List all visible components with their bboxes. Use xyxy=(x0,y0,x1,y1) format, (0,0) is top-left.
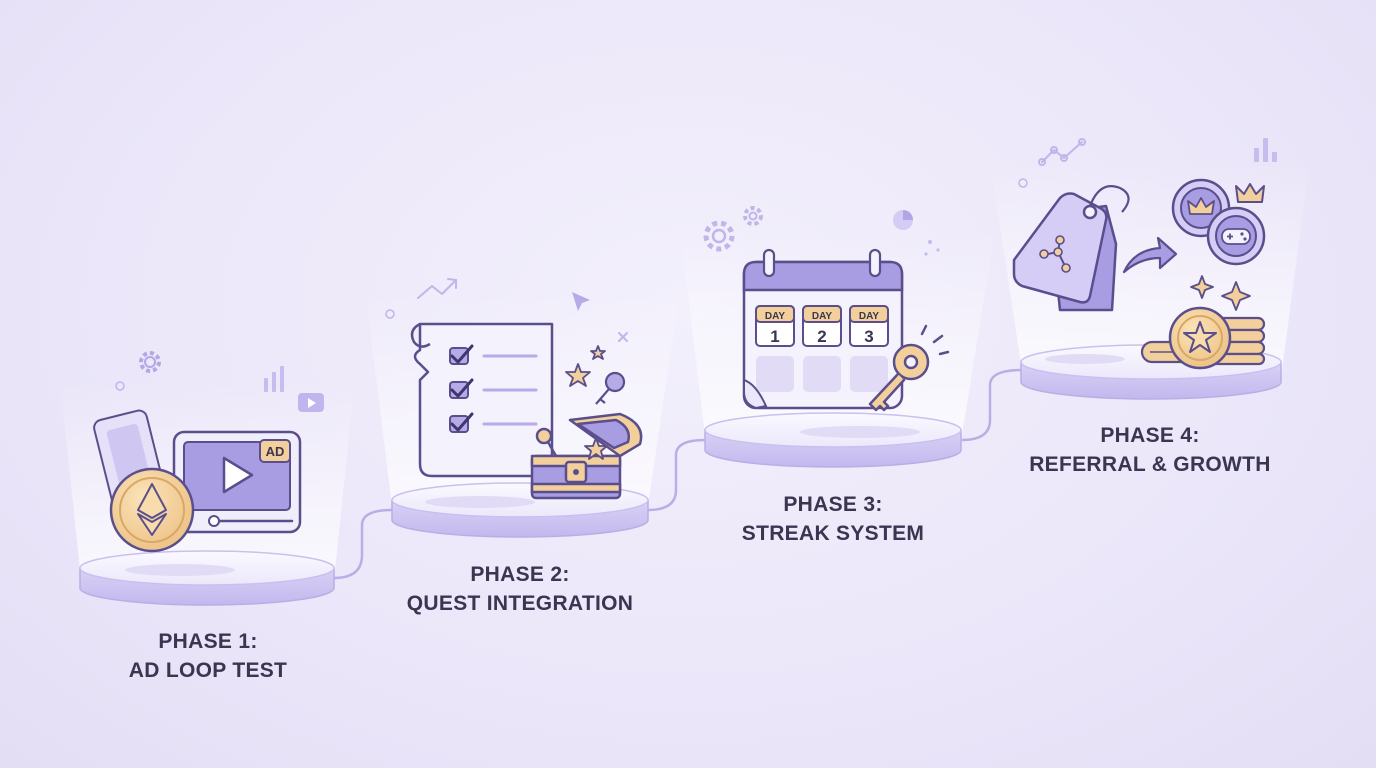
star-coin-icon xyxy=(1168,306,1232,370)
arrow-right-icon xyxy=(1122,236,1178,274)
phase-2-name: QUEST INTEGRATION xyxy=(406,592,634,615)
star-icon xyxy=(565,345,606,387)
video-player-icon: AD xyxy=(172,430,302,534)
phase-4-name: REFERRAL & GROWTH xyxy=(1029,453,1271,476)
platform-3 xyxy=(704,412,962,468)
dot-icon xyxy=(1018,178,1028,188)
calendar-icon: DAY 1 DAY 2 DAY 3 xyxy=(742,248,904,410)
checklist-scroll-icon xyxy=(410,322,554,478)
gear-icon xyxy=(703,220,735,252)
phase-3-title: PHASE 3: xyxy=(783,493,883,516)
phase-3-name: STREAK SYSTEM xyxy=(741,522,925,545)
ad-badge: AD xyxy=(266,444,285,459)
close-icon xyxy=(618,332,628,342)
phase-2-label: PHASE 2: QUEST INTEGRATION xyxy=(370,560,670,618)
pie-chart-icon xyxy=(893,210,913,230)
phase-1-title: PHASE 1: xyxy=(158,630,258,653)
phase-2-title: PHASE 2: xyxy=(470,563,570,586)
platform-1 xyxy=(79,550,335,606)
day-label-1: DAY xyxy=(765,311,786,322)
phase-1-name: AD LOOP TEST xyxy=(128,659,288,682)
referral-tag-icon xyxy=(1012,185,1130,312)
day-label-2: DAY xyxy=(812,311,833,322)
ethereum-coin-icon xyxy=(109,467,195,553)
dot-icon xyxy=(385,309,395,319)
gear-icon xyxy=(743,206,763,226)
trend-arrow-icon xyxy=(417,279,457,299)
sparkle-icon xyxy=(1190,275,1251,311)
day-label-3: DAY xyxy=(859,311,880,322)
phase-4-title: PHASE 4: xyxy=(1100,424,1200,447)
gold-key-icon xyxy=(868,324,950,412)
key-icon xyxy=(595,371,626,405)
treasure-chest-icon xyxy=(530,412,643,500)
video-play-icon xyxy=(298,393,324,412)
trend-arrow-head xyxy=(447,278,457,289)
sparkle-dots xyxy=(924,240,940,256)
bar-chart-icon xyxy=(1254,138,1277,162)
phase-1-label: PHASE 1: AD LOOP TEST xyxy=(58,627,358,685)
day-number-2: 2 xyxy=(817,327,826,346)
bar-chart-icon xyxy=(264,366,284,392)
day-number-1: 1 xyxy=(770,327,779,346)
trend-line-dots xyxy=(1038,138,1086,166)
gear-icon xyxy=(139,351,161,373)
day-number-3: 3 xyxy=(864,327,873,346)
crown-icon xyxy=(1235,183,1265,203)
dot-icon xyxy=(115,381,125,391)
connector-path xyxy=(333,368,1023,580)
phase-3-label: PHASE 3: STREAK SYSTEM xyxy=(683,490,983,548)
cursor-icon xyxy=(572,292,590,311)
trend-line-icon xyxy=(1041,141,1083,163)
gamepad-coin-icon xyxy=(1206,206,1266,266)
phase-4-label: PHASE 4: REFERRAL & GROWTH xyxy=(1000,421,1300,479)
